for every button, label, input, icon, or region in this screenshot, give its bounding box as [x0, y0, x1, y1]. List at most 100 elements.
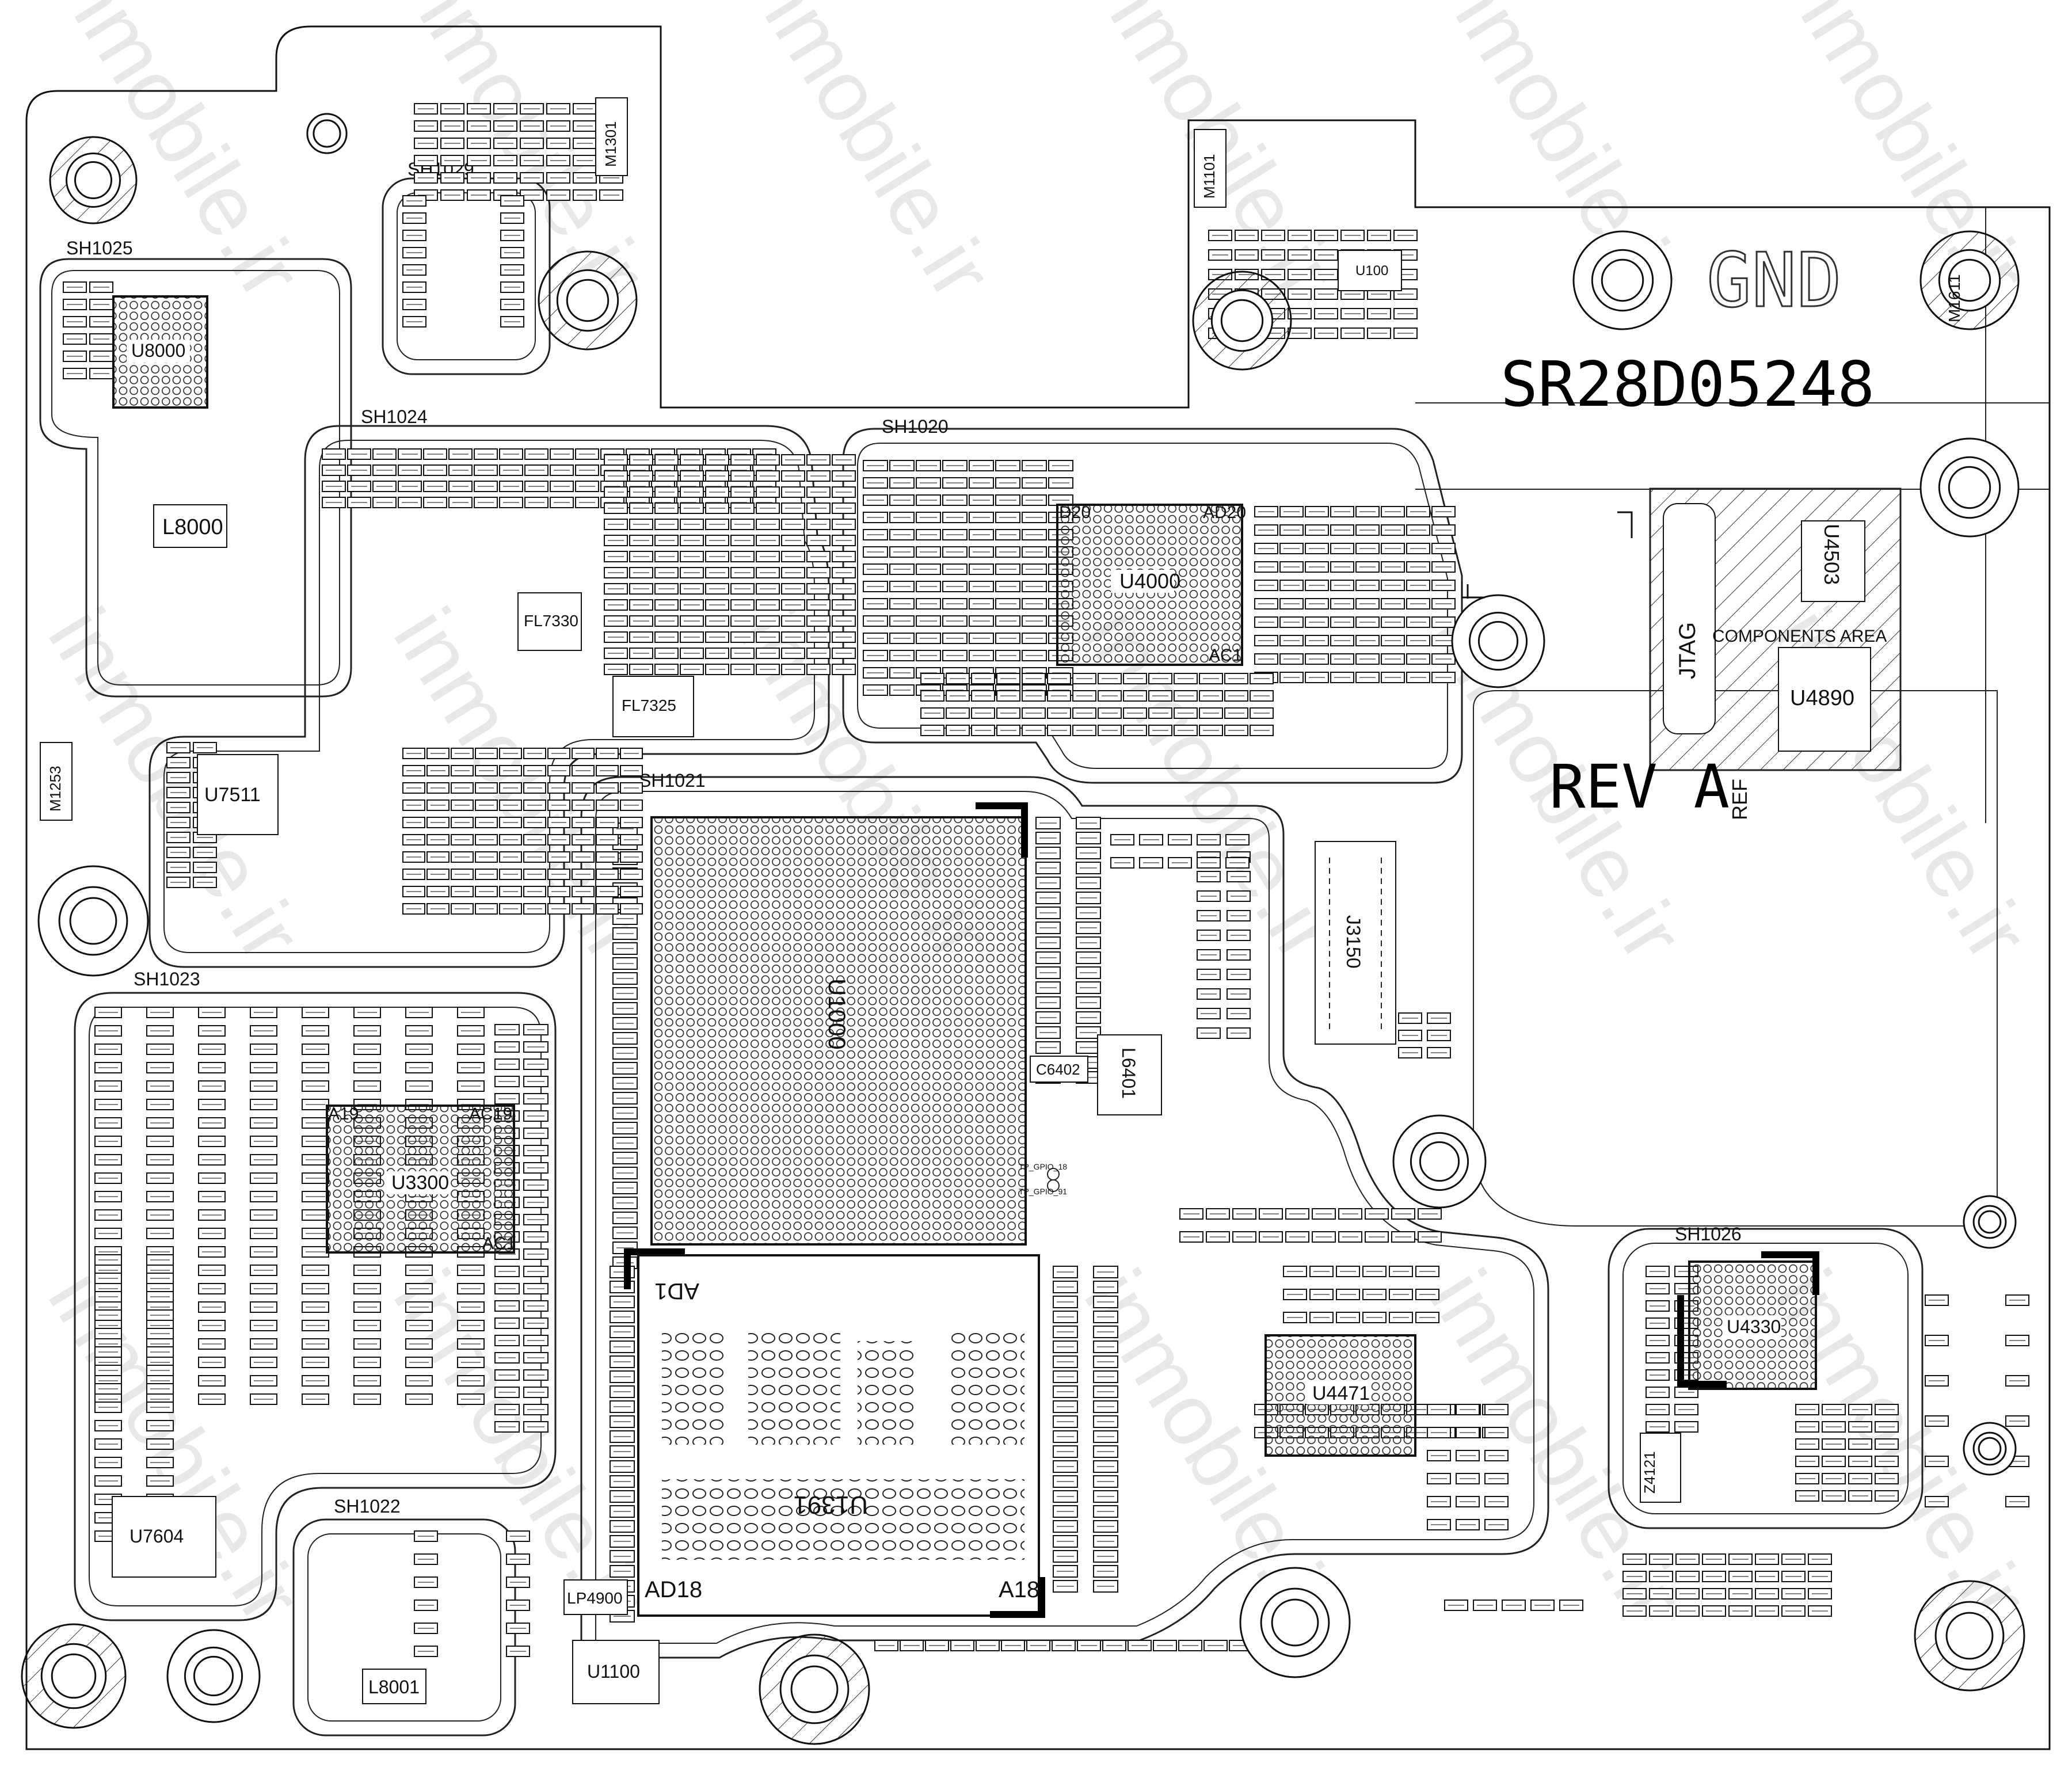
pin-label: A19 — [328, 1105, 359, 1124]
chip-label: U100 — [1355, 263, 1388, 279]
mounting-hole — [759, 1633, 870, 1745]
chip-u7511: U7511 — [197, 754, 279, 835]
jtag-components-area: JTAG COMPONENTS AREA U4503 U4890 — [1649, 488, 1902, 771]
mounting-hole — [1192, 271, 1292, 371]
mounting-hole — [1572, 230, 1673, 330]
mounting-hole — [166, 1629, 261, 1723]
pin-label: AD1 — [654, 1278, 699, 1304]
chip-label: U4503 — [1820, 524, 1844, 585]
chip-label: J3150 — [1342, 915, 1364, 969]
pin-label: AD20 — [1203, 503, 1246, 522]
mounting-hole — [1963, 1195, 2017, 1249]
chip-u7604: U7604 — [112, 1496, 216, 1578]
mounting-hole — [1919, 437, 2020, 538]
capacitor-c6402: C6402 — [1030, 1056, 1088, 1083]
chip-label: U7511 — [204, 784, 261, 806]
passive-components — [63, 103, 2029, 1657]
shield-label: SH1024 — [361, 406, 428, 427]
mounting-hole — [1451, 594, 1545, 688]
mounting-hole — [1392, 1114, 1487, 1209]
shield-label: SH1021 — [639, 770, 706, 791]
chip-label: L8000 — [162, 515, 223, 539]
component-m1301: M1301 — [595, 97, 628, 176]
chip-label: U4471 — [1312, 1383, 1370, 1404]
pin-label: A18 — [999, 1577, 1039, 1602]
shield-sh1023: SH1023 — [74, 969, 557, 1621]
chip-label: U4890 — [1790, 686, 1854, 710]
mounting-hole — [21, 1623, 127, 1729]
shield-sh1021: SH1021 — [580, 770, 1549, 1659]
mounting-hole — [37, 865, 149, 977]
chip-u4330: U4330 — [1677, 1251, 1819, 1390]
chip-label: U1391 — [793, 1491, 868, 1519]
shield-label: SH1025 — [66, 238, 133, 258]
component-lp4900: LP4900 — [563, 1579, 628, 1615]
mounting-hole — [538, 250, 638, 351]
component-m1101: M1101 — [1194, 129, 1227, 208]
gnd-label: GND — [1707, 237, 1842, 324]
chip-u4000: U4000 D20 AD20 AC1 — [1056, 503, 1246, 666]
chip-label: U7604 — [130, 1526, 184, 1547]
pin-label: D20 — [1059, 503, 1091, 522]
mounting-hole — [1239, 1567, 1351, 1678]
inductor-l8000: L8000 — [153, 504, 227, 548]
shield-sh1025: SH1025 — [39, 238, 352, 698]
test-point-gpio91: TP_GPIO_91 — [1019, 1179, 1067, 1196]
chip-u4471: U4471 — [1264, 1334, 1416, 1457]
mounting-hole — [1919, 230, 2020, 330]
chip-u1000: U1000 — [624, 802, 1028, 1289]
mounting-hole — [1963, 1422, 2017, 1476]
chip-u1100: U1100 — [572, 1640, 660, 1704]
shield-label: SH1026 — [1675, 1224, 1742, 1244]
chip-label: U1100 — [587, 1661, 640, 1682]
jtag-label: JTAG — [1675, 622, 1700, 679]
components-area-label: COMPONENTS AREA — [1712, 627, 1887, 646]
chip-u100: U100 — [1338, 250, 1402, 291]
shield-label: SH1022 — [334, 1496, 401, 1517]
chip-label: U1000 — [824, 978, 851, 1050]
pin-label: AC1 — [482, 1234, 516, 1253]
shield-label: SH1023 — [134, 969, 200, 989]
watermark-text: inmobile.ir — [721, 0, 1012, 315]
chip-u1391: U1391 AD1 AD18 A18 — [637, 1254, 1045, 1618]
filter-fl7330: FL7330 — [517, 592, 582, 651]
chip-label: U4000 — [1119, 569, 1180, 593]
component-m1253: M1253 — [40, 742, 73, 821]
pin-label: AC19 — [469, 1105, 512, 1124]
shield-sh1022: SH1022 — [292, 1496, 516, 1736]
mounting-hole — [1914, 1580, 2025, 1692]
shield-label: SH1020 — [882, 416, 949, 437]
chip-label: C6402 — [1036, 1061, 1080, 1078]
test-point-label: TP_GPIO_18 — [1019, 1162, 1067, 1171]
chip-label: U4330 — [1727, 1316, 1781, 1337]
mounting-holes — [21, 113, 2025, 1745]
inductor-l6401: L6401 — [1097, 1034, 1162, 1115]
shield-sh1026: SH1026 — [1608, 1224, 1924, 1529]
chip-label: M1301 — [602, 121, 619, 167]
board-outline — [25, 25, 2051, 1750]
chip-label: L8001 — [368, 1677, 420, 1697]
mounting-hole — [306, 113, 348, 154]
chip-u3300: U3300 A19 AC19 AC1 — [326, 1105, 516, 1254]
chip-label: M1253 — [47, 766, 64, 812]
chip-label: U8000 — [131, 340, 185, 361]
inductor-l8001: L8001 — [362, 1669, 426, 1704]
filter-fl7325: FL7325 — [612, 676, 694, 737]
chip-label: Z4121 — [1641, 1451, 1658, 1494]
mounting-hole — [49, 136, 138, 224]
component-z4121: Z4121 — [1640, 1433, 1681, 1503]
chip-label: M1101 — [1201, 154, 1218, 199]
chip-label: FL7325 — [622, 696, 676, 714]
chip-u8000: U8000 — [112, 295, 208, 409]
pin-label: AC1 — [1209, 646, 1242, 665]
board-part-number: SR28D05248 — [1500, 349, 1875, 421]
chip-label: L6401 — [1118, 1048, 1139, 1099]
chip-label: LP4900 — [567, 1589, 623, 1607]
chip-label: FL7330 — [524, 612, 578, 630]
test-point-label: TP_GPIO_91 — [1019, 1187, 1067, 1196]
ref-label: REF — [1728, 779, 1751, 820]
chip-label: U3300 — [391, 1172, 449, 1194]
pin-label: AD18 — [645, 1577, 702, 1602]
connector-j3150: J3150 — [1315, 841, 1396, 1045]
